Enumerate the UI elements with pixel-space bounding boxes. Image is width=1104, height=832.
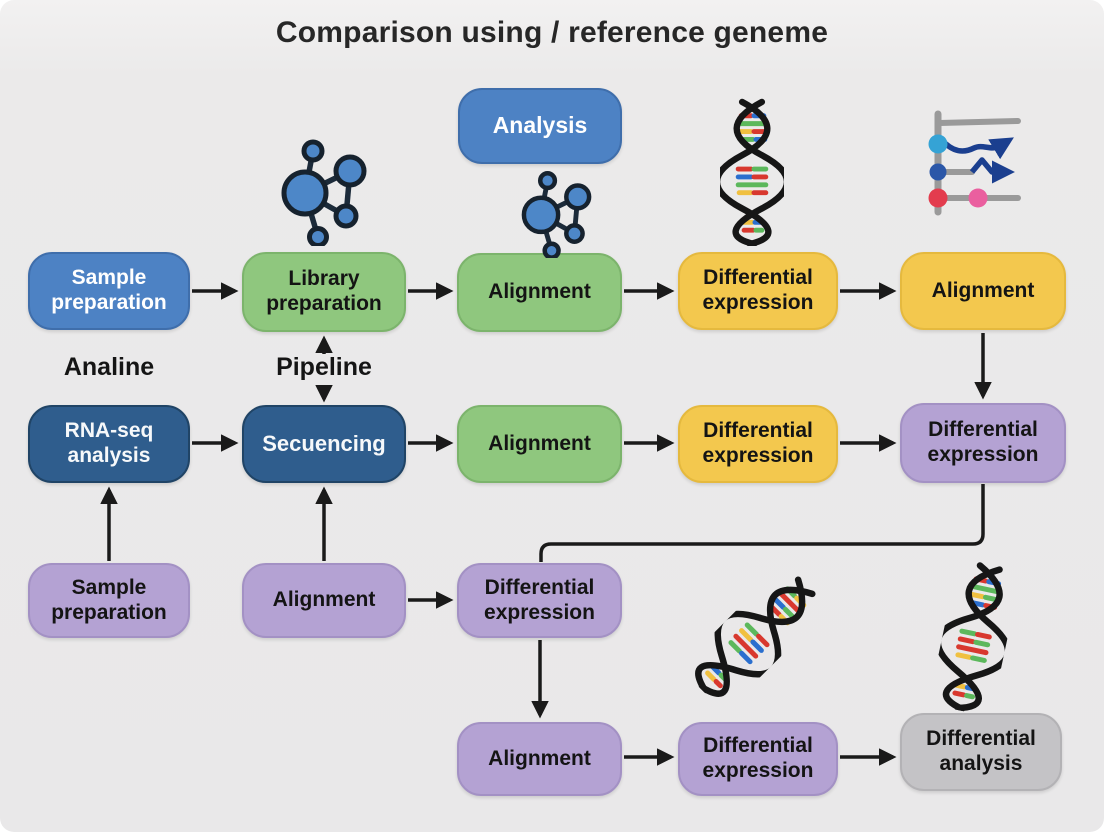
- node-alignment-1: Alignment: [457, 253, 622, 332]
- node-alignment-5: Alignment: [457, 722, 622, 796]
- node-differential-expression-4: Differential expression: [457, 563, 622, 638]
- stage-label-analine: Analine: [63, 353, 155, 381]
- dna-helix-icon: [679, 561, 830, 712]
- node-alignment-4: Alignment: [242, 563, 406, 638]
- node-differential-expression-1: Differential expression: [678, 252, 838, 330]
- node-differential-expression-3: Differential expression: [900, 403, 1066, 483]
- stage-label-pipeline: Pipeline: [276, 353, 372, 381]
- dna-helix-icon: [928, 557, 1022, 717]
- node-alignment-2: Alignment: [900, 252, 1066, 330]
- node-differential-expression-5: Differential expression: [678, 722, 838, 796]
- node-secuencing: Secuencing: [242, 405, 406, 483]
- dna-helix-icon: [720, 98, 784, 246]
- page-title: Comparison using / reference geneme: [275, 16, 829, 49]
- network-graph-icon: [255, 138, 377, 246]
- node-differential-expression-2: Differential expression: [678, 405, 838, 483]
- network-graph-icon: [500, 170, 600, 258]
- line-chart-icon: [916, 106, 1028, 218]
- node-analysis: Analysis: [458, 88, 622, 164]
- node-differential-analysis: Differential analysis: [900, 713, 1062, 791]
- node-rna-seq-analysis: RNA-seq analysis: [28, 405, 190, 483]
- node-alignment-3: Alignment: [457, 405, 622, 483]
- node-sample-preparation-2: Sample preparation: [28, 563, 190, 638]
- node-library-preparation: Library preparation: [242, 252, 406, 332]
- node-sample-preparation-1: Sample preparation: [28, 252, 190, 330]
